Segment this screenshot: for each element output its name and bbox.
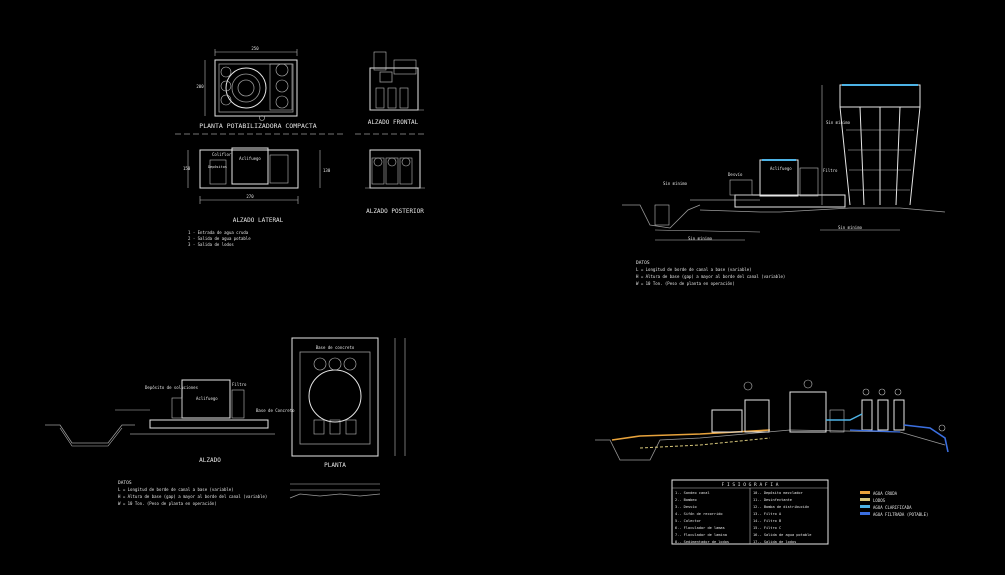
title-side: ALZADO LATERAL: [233, 217, 284, 224]
title-planta: PLANTA: [324, 462, 346, 469]
table-right-row: 17.- Salida de lodos: [753, 540, 796, 544]
title-front: ALZADO FRONTAL: [368, 119, 419, 126]
table-right-row: 15.- Filtro C: [753, 526, 781, 530]
table-left-row: 4.- Sifón de recorrido: [675, 512, 723, 516]
legend-label: AGUA CRUDA: [873, 491, 898, 496]
table-left-row: 6.- Floculador de lamas: [675, 526, 725, 530]
table-right-row: 14.- Filtro B: [753, 519, 781, 523]
label-aclifuego-3: Aclifuego: [196, 396, 218, 401]
note-2: 2 - Salida de agua potable: [188, 236, 251, 241]
table-left-row: 2.- Bombeo: [675, 498, 697, 502]
label-depositos: Depósitos: [208, 165, 227, 169]
label-filtro-3: Filtro: [232, 382, 247, 387]
title-rear: ALZADO POSTERIOR: [366, 208, 424, 215]
drawing-plant-plan: 250 200 PLANTA POTABILIZADORA COMPACTA A…: [175, 46, 425, 247]
legend-swatch: [860, 498, 870, 501]
label-min-height: Sin mínimo: [826, 120, 851, 125]
datos-2-line-3: W = 10 Ton. (Peso de planta en operación…: [636, 281, 735, 286]
label-min-left: Sin mínimo: [663, 181, 688, 186]
svg-text:200: 200: [196, 84, 204, 89]
label-base-concreto-plan: Base de concreto: [316, 345, 355, 350]
table-left-row: 8.- Sedimentador de lodos: [675, 540, 729, 544]
svg-text:150: 150: [183, 166, 191, 171]
legend-label: LODOS: [873, 498, 886, 503]
table-left-column: 1.- Sondeo canal 2.- Bombeo 3.- Desvío 4…: [675, 491, 729, 544]
label-deposito: Depósito de soluciones: [145, 385, 199, 390]
legend-label: AGUA CLARIFICADA: [873, 505, 912, 510]
label-min-right: Sin mínimo: [838, 225, 863, 230]
title-alzado: ALZADO: [199, 457, 221, 464]
datos-title-3: DATOS: [118, 480, 132, 486]
svg-text:250: 250: [251, 46, 259, 51]
table-right-row: 12.- Bomba de distribución: [753, 505, 809, 509]
note-3: 3 - Salida de lodos: [188, 242, 234, 247]
label-aclifuego-1: Aclifuego: [239, 156, 261, 161]
svg-text:270: 270: [246, 194, 254, 199]
table-title: F I S I O G R A F I A: [722, 482, 779, 488]
label-base-concreto: Base de Concreto: [256, 408, 295, 413]
drawing-water-tower: Sin mínimo Sin mínimo Desvío Aclifuego F…: [622, 84, 946, 286]
note-1: 1 - Entrada de agua cruda: [188, 230, 249, 235]
datos-2-line-1: L = Longitud de borde de canal a base (v…: [636, 267, 752, 272]
datos-3-line-1: L = Longitud de borde de canal a base (v…: [118, 487, 234, 492]
table-right-row: 16.- Salida de agua potable: [753, 533, 811, 537]
datos-title-2: DATOS: [636, 260, 650, 266]
title-plan: PLANTA POTABILIZADORA COMPACTA: [199, 122, 316, 130]
table-left-row: 3.- Desvío: [675, 505, 697, 509]
table-right-column: 10.- Depósito mezclador 11.- Desinfectan…: [753, 491, 811, 544]
label-aclifuego-2: Aclifuego: [770, 166, 792, 171]
label-coliflor: Coliflor: [212, 152, 232, 157]
datos-2-line-2: H = Altura de base (gap) a mayor al bord…: [636, 274, 785, 279]
legend-label: AGUA FILTRADA (POTABLE): [873, 512, 928, 517]
datos-3-line-2: H = Altura de base (gap) a mayor al bord…: [118, 494, 267, 499]
table-right-row: 13.- Filtro A: [753, 512, 782, 516]
legend: AGUA CRUDA LODOS AGUA CLARIFICADA AGUA F…: [860, 491, 928, 517]
table-left-row: 5.- Colector: [675, 519, 702, 523]
svg-text:130: 130: [323, 168, 331, 173]
drawing-alzado-planta: Depósito de soluciones Aclifuego Filtro …: [45, 337, 406, 506]
table-left-row: 1.- Sondeo canal: [675, 491, 710, 495]
datos-3-line-3: W = 10 Ton. (Peso de planta en operación…: [118, 501, 217, 506]
table-left-row: 7.- Floculador de lamina: [675, 533, 727, 537]
label-min-bottom: Sin mínimo: [688, 236, 713, 241]
legend-swatch: [860, 505, 870, 508]
table-right-row: 11.- Desinfectante: [753, 498, 792, 502]
legend-swatch: [860, 512, 870, 515]
drawing-process-schematic: F I S I O G R A F I A 1.- Sondeo canal 2…: [595, 379, 949, 545]
label-desvio: Desvío: [728, 172, 743, 177]
legend-swatch: [860, 491, 870, 494]
table-right-row: 10.- Depósito mezclador: [753, 491, 804, 495]
label-filtro-2: Filtro: [823, 168, 838, 173]
